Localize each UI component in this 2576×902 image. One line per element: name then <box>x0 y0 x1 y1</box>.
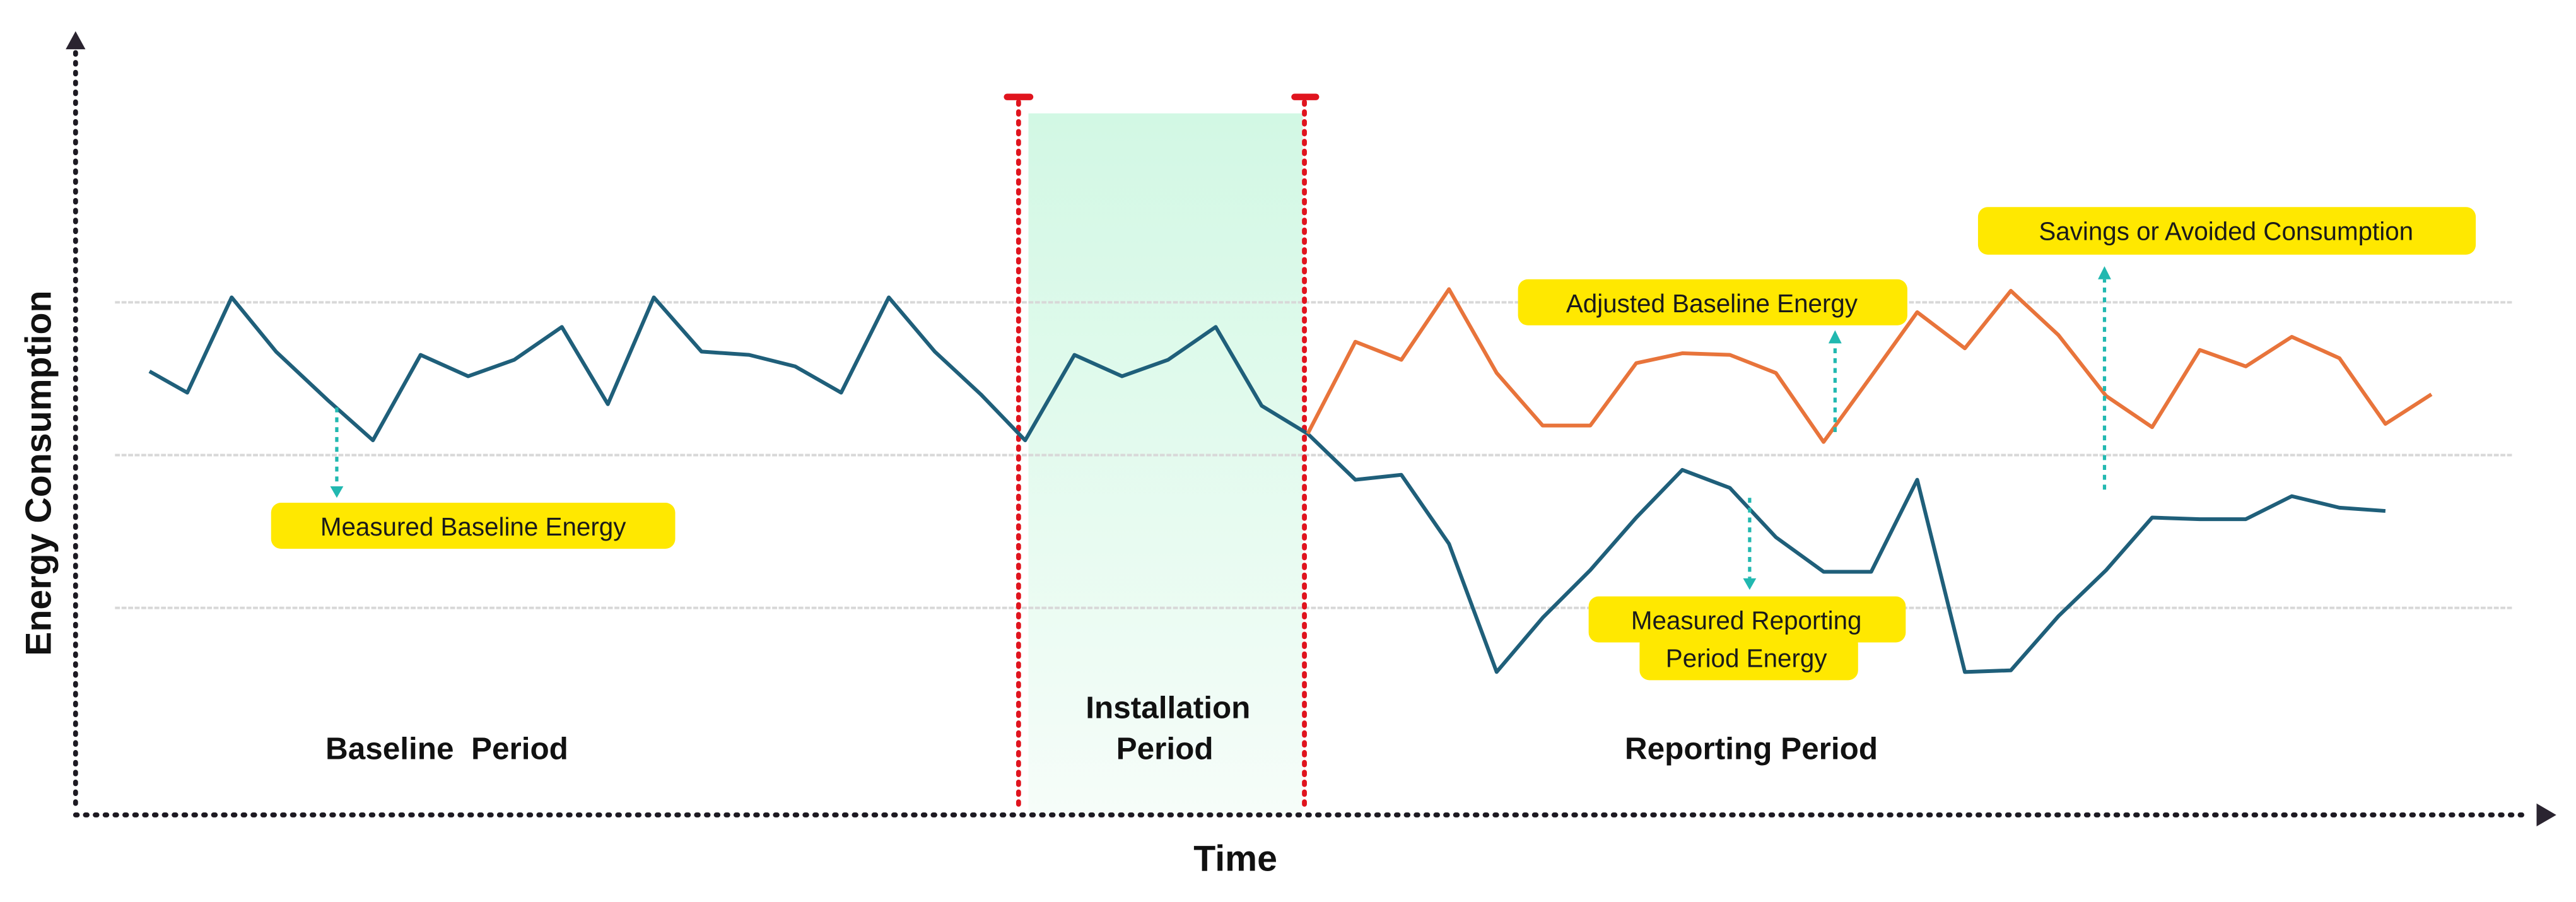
installation-period-shade <box>1028 113 1303 815</box>
measured-reporting-line <box>1306 432 2386 674</box>
annotation-arrows <box>335 279 2107 578</box>
adjusted-baseline-line <box>1306 287 2433 444</box>
y-axis-title: Energy Consumption <box>19 290 59 655</box>
period-markers <box>1004 93 1320 814</box>
arrow-up-icon <box>1828 330 1842 344</box>
callout-text: Period Energy <box>1666 644 1828 673</box>
arrow-up-icon <box>2098 266 2111 279</box>
arrow-down-icon <box>1743 578 1757 590</box>
callout-text: Measured Reporting <box>1631 606 1862 635</box>
callout-measured-baseline: Measured Baseline Energy <box>271 503 676 549</box>
x-axis-title: Time <box>1193 839 1277 879</box>
callout-text: Measured Baseline Energy <box>320 512 626 541</box>
reporting-period-label: Reporting Period <box>1625 731 1878 766</box>
installation-period-label: Period <box>1116 731 1214 766</box>
callout-text: Adjusted Baseline Energy <box>1566 289 1858 318</box>
arrow-down-icon <box>330 486 344 498</box>
callout-text: Savings or Avoided Consumption <box>2039 216 2413 245</box>
gridlines <box>115 301 2514 609</box>
x-axis <box>73 803 2556 827</box>
y-axis <box>66 31 86 814</box>
x-axis-arrow-icon <box>2536 803 2556 827</box>
callout-measured-reporting: Measured Reporting Period Energy <box>1588 596 1906 681</box>
baseline-period-label: Baseline Period <box>325 731 568 766</box>
y-axis-arrow-icon <box>66 31 86 50</box>
callout-adjusted-baseline: Adjusted Baseline Energy <box>1518 279 1907 325</box>
installation-period-label: Installation <box>1086 690 1250 725</box>
callout-savings: Savings or Avoided Consumption <box>1977 207 2476 255</box>
